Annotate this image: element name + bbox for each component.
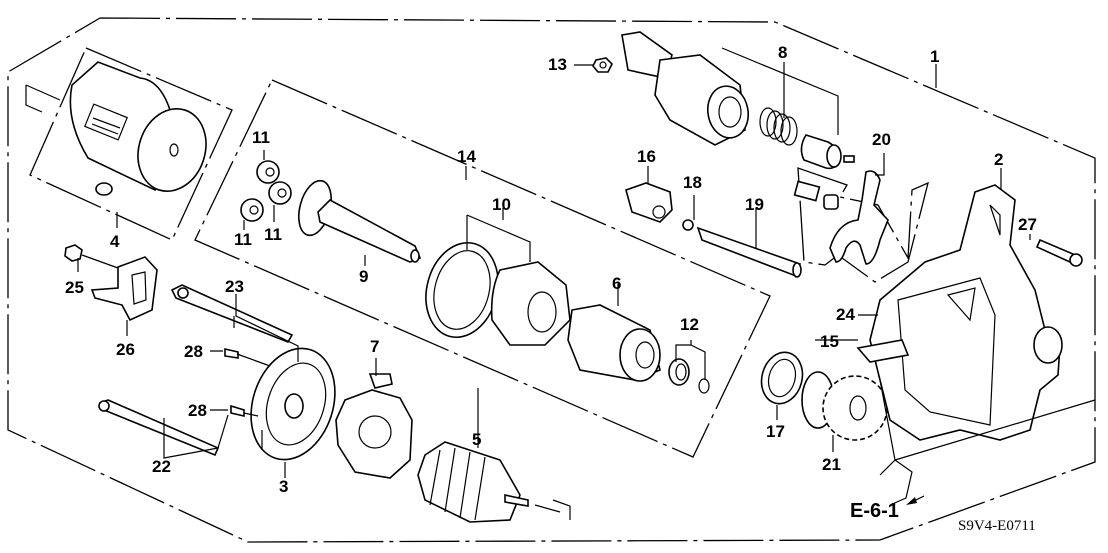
yoke-assembly-part[interactable]: [69, 61, 216, 200]
armature-part[interactable]: [417, 441, 571, 523]
yoke-group-box: [29, 47, 233, 241]
nut-18-part[interactable]: [682, 219, 694, 231]
overrunning-clutch-part[interactable]: [567, 304, 661, 382]
callout-4: 4: [110, 232, 120, 251]
callout-9: 9: [359, 267, 368, 286]
yoke-bracket-line: [25, 84, 61, 113]
callout-3: 3: [279, 477, 288, 496]
callout-12: 12: [680, 315, 699, 334]
callout-11-right: 11: [264, 225, 282, 244]
callout-27: 27: [1018, 215, 1037, 234]
callout-25: 25: [65, 278, 84, 297]
shift-lever-part[interactable]: [793, 170, 889, 265]
callout-22: 22: [152, 457, 171, 476]
callout-24: 24: [836, 305, 855, 324]
washer-part[interactable]: [756, 348, 808, 409]
callout-28-top: 28: [184, 342, 203, 361]
callout-14: 14: [457, 147, 476, 166]
end-cover-part[interactable]: [237, 337, 348, 470]
callout-21: 21: [822, 455, 841, 474]
callout-6: 6: [612, 274, 621, 293]
nut-13-part[interactable]: [592, 57, 613, 73]
stud-bolt-part[interactable]: [170, 284, 294, 343]
callout-11-top: 11: [252, 128, 270, 147]
brush-holder-part[interactable]: [335, 373, 413, 479]
callout-7: 7: [370, 337, 379, 356]
callout-11-left: 11: [234, 230, 252, 249]
shaft-part[interactable]: [293, 177, 422, 263]
arrow-head-icon: [906, 497, 917, 505]
diagram-code: S9V4-E0711: [958, 518, 1036, 534]
callout-18: 18: [683, 173, 702, 192]
callout-23: 23: [225, 277, 244, 296]
callout-26: 26: [116, 340, 135, 359]
gear-set-group-box: [194, 79, 771, 458]
lever-holder-part[interactable]: [625, 182, 673, 223]
reference-link[interactable]: E-6-1: [850, 495, 925, 522]
idle-gear-part[interactable]: [801, 371, 888, 441]
internal-gear-part[interactable]: [416, 235, 571, 346]
through-bolt-part[interactable]: [98, 399, 220, 457]
screw-28-part[interactable]: [224, 347, 245, 418]
planetary-gear-part[interactable]: [240, 160, 292, 222]
assembly-boundary: [7, 17, 1096, 543]
leader-lines: [77, 47, 1096, 506]
callout-10: 10: [492, 195, 511, 214]
callout-13: 13: [548, 55, 567, 74]
callout-5: 5: [472, 430, 481, 449]
callout-16: 16: [637, 147, 656, 166]
callout-28-bottom: 28: [188, 401, 207, 420]
callout-15: 15: [820, 332, 839, 351]
callout-1: 1: [930, 47, 939, 66]
nut-25-part[interactable]: [64, 244, 83, 262]
bolt-27-part[interactable]: [1035, 238, 1083, 267]
housing-part[interactable]: [856, 184, 1063, 441]
callout-8: 8: [778, 43, 787, 62]
solenoid-part[interactable]: [621, 31, 855, 170]
shift-lever-group-box: [797, 167, 929, 283]
stop-collar-part[interactable]: [668, 358, 710, 394]
bracket-part[interactable]: [90, 256, 158, 322]
callout-20: 20: [872, 130, 891, 149]
solenoid-spring: [759, 107, 798, 146]
callout-17: 17: [766, 422, 785, 441]
reference-link-label[interactable]: E-6-1: [850, 500, 899, 522]
pinion-shaft-part[interactable]: [696, 226, 802, 278]
callout-2: 2: [994, 150, 1003, 169]
callout-19: 19: [745, 195, 764, 214]
